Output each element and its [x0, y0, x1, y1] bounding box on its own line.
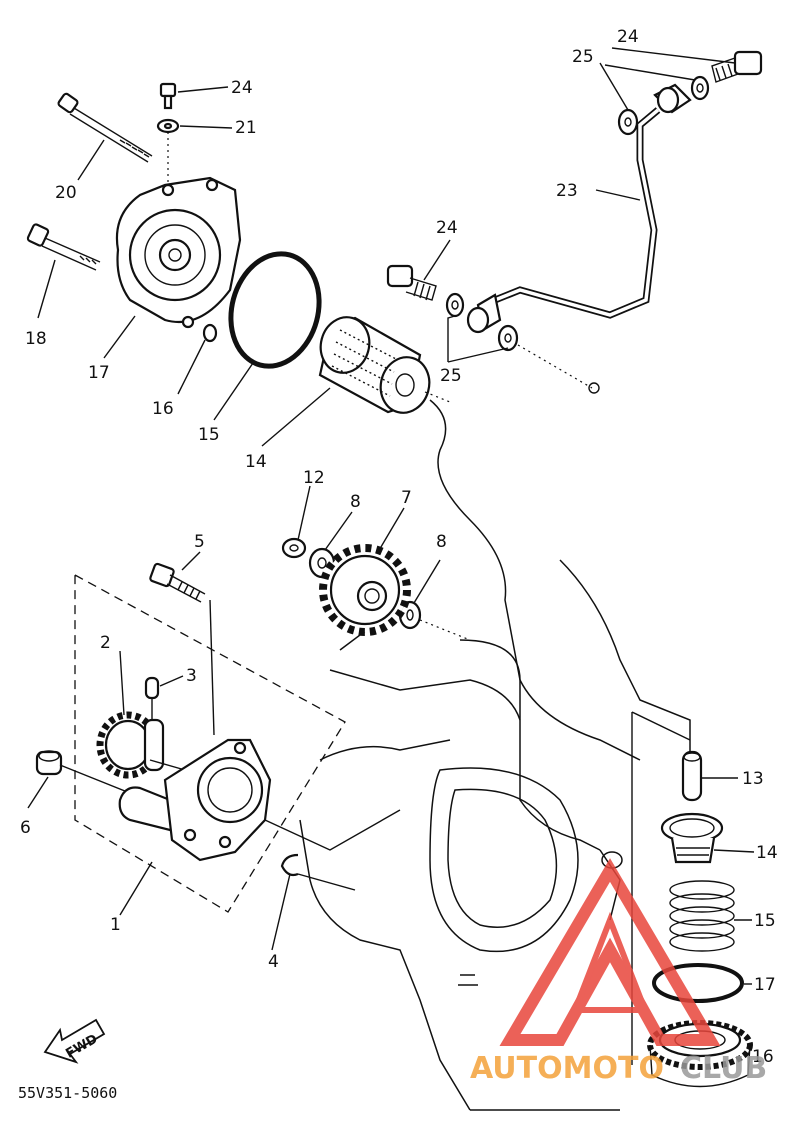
callout-1: 1: [110, 915, 121, 935]
leader-lines: [27, 47, 755, 1056]
diagram-code: 55V351-5060: [18, 1084, 117, 1102]
callout-24-lower: 24: [436, 218, 458, 238]
fwd-arrow-icon: FWD: [43, 1018, 106, 1064]
callout-15: 14: [245, 452, 267, 472]
part-4-circlip: [280, 853, 299, 877]
callout-12: 15: [754, 911, 776, 931]
part-12-spring: [669, 880, 735, 952]
callout-21: 21: [235, 118, 257, 138]
part-17-small-o-ring: [202, 323, 218, 343]
part-9-circlip: [281, 537, 307, 559]
callout-19: 18: [25, 329, 47, 349]
callout-23: 23: [556, 181, 578, 201]
part-15-oil-filter: [318, 316, 431, 414]
watermark-text-1: AUTOMOTO: [470, 1051, 664, 1086]
part-7-drive-gear: [319, 544, 411, 636]
callout-25-lower: 25: [440, 366, 462, 386]
callout-24-upper: 24: [617, 27, 639, 47]
part-23-oil-pipe: [466, 83, 692, 334]
callout-2: 2: [100, 633, 111, 653]
part-10-pin: [681, 750, 703, 802]
part-24-union-bolt-lower: [386, 264, 437, 301]
callout-3: 3: [186, 666, 197, 686]
part-22-small-bolt: [159, 82, 177, 110]
oil-pump-assembly-box: [74, 573, 346, 913]
part-18-filter-cover: [115, 176, 242, 329]
part-3-dowel-pin: [144, 676, 160, 700]
callout-14: 17: [754, 975, 776, 995]
automoto-club-watermark: AUTOMOTO CLUB: [470, 858, 767, 1086]
callout-16: 15: [198, 425, 220, 445]
callout-8-left: 8: [350, 492, 361, 512]
part-1-oil-pump-body: [118, 738, 272, 862]
watermark-text-2: CLUB: [680, 1051, 767, 1086]
callout-22: 24: [231, 78, 253, 98]
part-6-collar: [35, 750, 63, 776]
callout-9: 12: [303, 468, 325, 488]
part-11-plug: [660, 812, 724, 864]
callout-7: 7: [401, 488, 412, 508]
part-16-large-o-ring: [228, 251, 322, 369]
part-19-short-bolt: [26, 223, 101, 271]
part-14-o-ring: [652, 963, 744, 1003]
part-24-union-bolt-upper: [711, 50, 763, 83]
callout-18: 17: [88, 363, 110, 383]
callout-labels: 24 21 20 18 17 16 15 14 24 25 23 24 25 1…: [20, 27, 778, 1067]
callout-13: 16: [752, 1047, 774, 1067]
part-21-washer: [156, 118, 180, 134]
part-2-pump-gear: [96, 711, 186, 779]
callout-6: 6: [20, 818, 31, 838]
callout-8-right: 8: [436, 532, 447, 552]
part-20-long-bolt: [57, 92, 153, 163]
part-5-bolt: [149, 562, 206, 603]
callout-10: 13: [742, 769, 764, 789]
callout-17: 16: [152, 399, 174, 419]
callout-25-upper: 25: [572, 47, 594, 67]
callout-5: 5: [194, 532, 205, 552]
callout-11: 14: [756, 843, 778, 863]
callout-4: 4: [268, 952, 279, 972]
callout-20: 20: [55, 183, 77, 203]
